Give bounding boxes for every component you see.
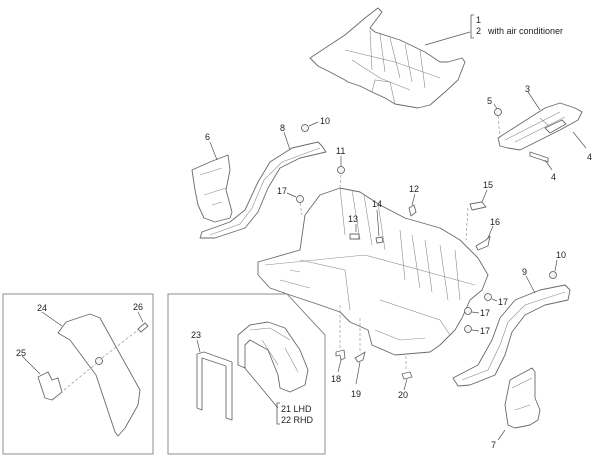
callout-10a: 10 bbox=[320, 116, 330, 126]
floor-panel-main bbox=[257, 174, 489, 356]
callout-4a: 4 bbox=[587, 152, 592, 162]
wheelarch-rail-right bbox=[452, 259, 571, 387]
clips-upper bbox=[349, 189, 494, 251]
plug-17d bbox=[464, 325, 472, 333]
nut-5 bbox=[494, 108, 502, 116]
inset-box-heat-shield bbox=[2, 293, 154, 455]
callout-14: 14 bbox=[372, 199, 382, 209]
callout-3: 3 bbox=[525, 84, 530, 94]
inset-box-tunnel-cover bbox=[167, 293, 326, 455]
washer-24 bbox=[95, 357, 103, 365]
callout-22: 22 RHD bbox=[281, 415, 314, 425]
callout-17b: 17 bbox=[498, 297, 508, 307]
callout-15: 15 bbox=[483, 180, 493, 190]
callout-bracket bbox=[470, 14, 474, 39]
callout-8: 8 bbox=[280, 123, 285, 133]
callout-25: 25 bbox=[16, 348, 26, 358]
callout-6: 6 bbox=[205, 132, 210, 142]
callout-2-note: with air conditioner bbox=[487, 26, 563, 36]
floor-assembly-upper bbox=[309, 7, 471, 109]
callout-17a: 17 bbox=[277, 186, 287, 196]
plug-17c bbox=[464, 307, 472, 315]
callout-9: 9 bbox=[522, 267, 527, 277]
splash-panel-right bbox=[497, 367, 541, 441]
plug-10-left bbox=[301, 124, 309, 132]
splash-panel-left bbox=[191, 141, 233, 223]
callout-16: 16 bbox=[490, 217, 500, 227]
callout-20: 20 bbox=[398, 390, 408, 400]
callout-4b: 4 bbox=[551, 172, 556, 182]
callout-10b: 10 bbox=[556, 250, 566, 260]
plug-10-right bbox=[549, 271, 557, 279]
clips-lower bbox=[335, 305, 413, 391]
callout-5: 5 bbox=[487, 96, 492, 106]
callout-17c: 17 bbox=[480, 308, 490, 318]
plug-17b bbox=[484, 293, 492, 301]
callout-12: 12 bbox=[409, 184, 419, 194]
callout-26: 26 bbox=[133, 302, 143, 312]
callout-11: 11 bbox=[336, 146, 345, 156]
plug-11 bbox=[337, 166, 345, 174]
callout-2: 2 bbox=[476, 26, 481, 36]
callout-1: 1 bbox=[476, 15, 481, 25]
callout-23: 23 bbox=[191, 330, 201, 340]
callout-21: 21 LHD bbox=[281, 404, 312, 414]
callout-17d: 17 bbox=[480, 326, 490, 336]
wheelarch-rail-left bbox=[199, 121, 327, 239]
callout-24: 24 bbox=[37, 303, 47, 313]
callout-19: 19 bbox=[351, 389, 361, 399]
rear-crossmember bbox=[493, 91, 587, 171]
callout-18: 18 bbox=[331, 374, 341, 384]
plug-17a bbox=[296, 195, 304, 203]
callout-13: 13 bbox=[348, 214, 358, 224]
bolt-26 bbox=[137, 322, 149, 333]
callout-7: 7 bbox=[491, 440, 496, 450]
